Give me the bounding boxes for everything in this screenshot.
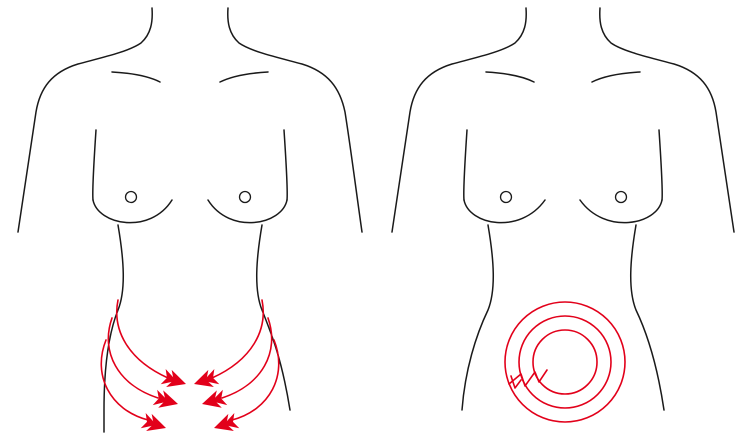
arrow-head-icon — [140, 412, 168, 437]
arrow-head-icon — [211, 412, 239, 437]
arrow-head-icon — [200, 389, 228, 413]
nipple-right — [240, 192, 251, 203]
arrow-stroke — [222, 318, 272, 398]
clavicle-right — [592, 72, 640, 82]
arrow-stroke — [212, 300, 263, 378]
nipple-left — [126, 192, 137, 203]
nipple-left — [501, 192, 512, 203]
clavicle-left — [486, 72, 534, 82]
inner-arm-left — [93, 130, 96, 200]
clavicle-left — [112, 72, 160, 82]
spiral-icon — [505, 302, 625, 422]
arrow-stroke — [108, 318, 158, 398]
arrow-head-icon — [160, 368, 188, 393]
breast-left — [93, 200, 172, 223]
inner-arm-right — [659, 130, 662, 200]
arrow-head-icon — [191, 368, 219, 393]
waist-left — [462, 225, 493, 410]
arrow-icon — [200, 318, 272, 413]
spiral-ring — [533, 330, 597, 394]
inner-arm-right — [284, 130, 287, 200]
waist-right — [631, 225, 664, 410]
breast-right — [208, 200, 287, 223]
waist-right — [257, 225, 290, 410]
waist-left — [104, 225, 123, 432]
arrow-head-icon — [152, 389, 180, 413]
left-arrow-group — [101, 300, 278, 437]
left-torso-figure — [18, 8, 362, 432]
breast-right — [580, 200, 662, 223]
breast-left — [464, 200, 545, 223]
arrow-stroke — [117, 300, 168, 378]
arrow-stroke — [232, 340, 279, 420]
nipple-right — [616, 192, 627, 203]
spiral-ring — [505, 302, 625, 422]
right-torso-figure — [392, 8, 734, 410]
arrow-icon — [191, 300, 263, 393]
inner-arm-left — [464, 130, 467, 200]
arrow-icon — [117, 300, 189, 393]
clavicle-right — [220, 72, 268, 82]
arrow-icon — [108, 318, 180, 413]
